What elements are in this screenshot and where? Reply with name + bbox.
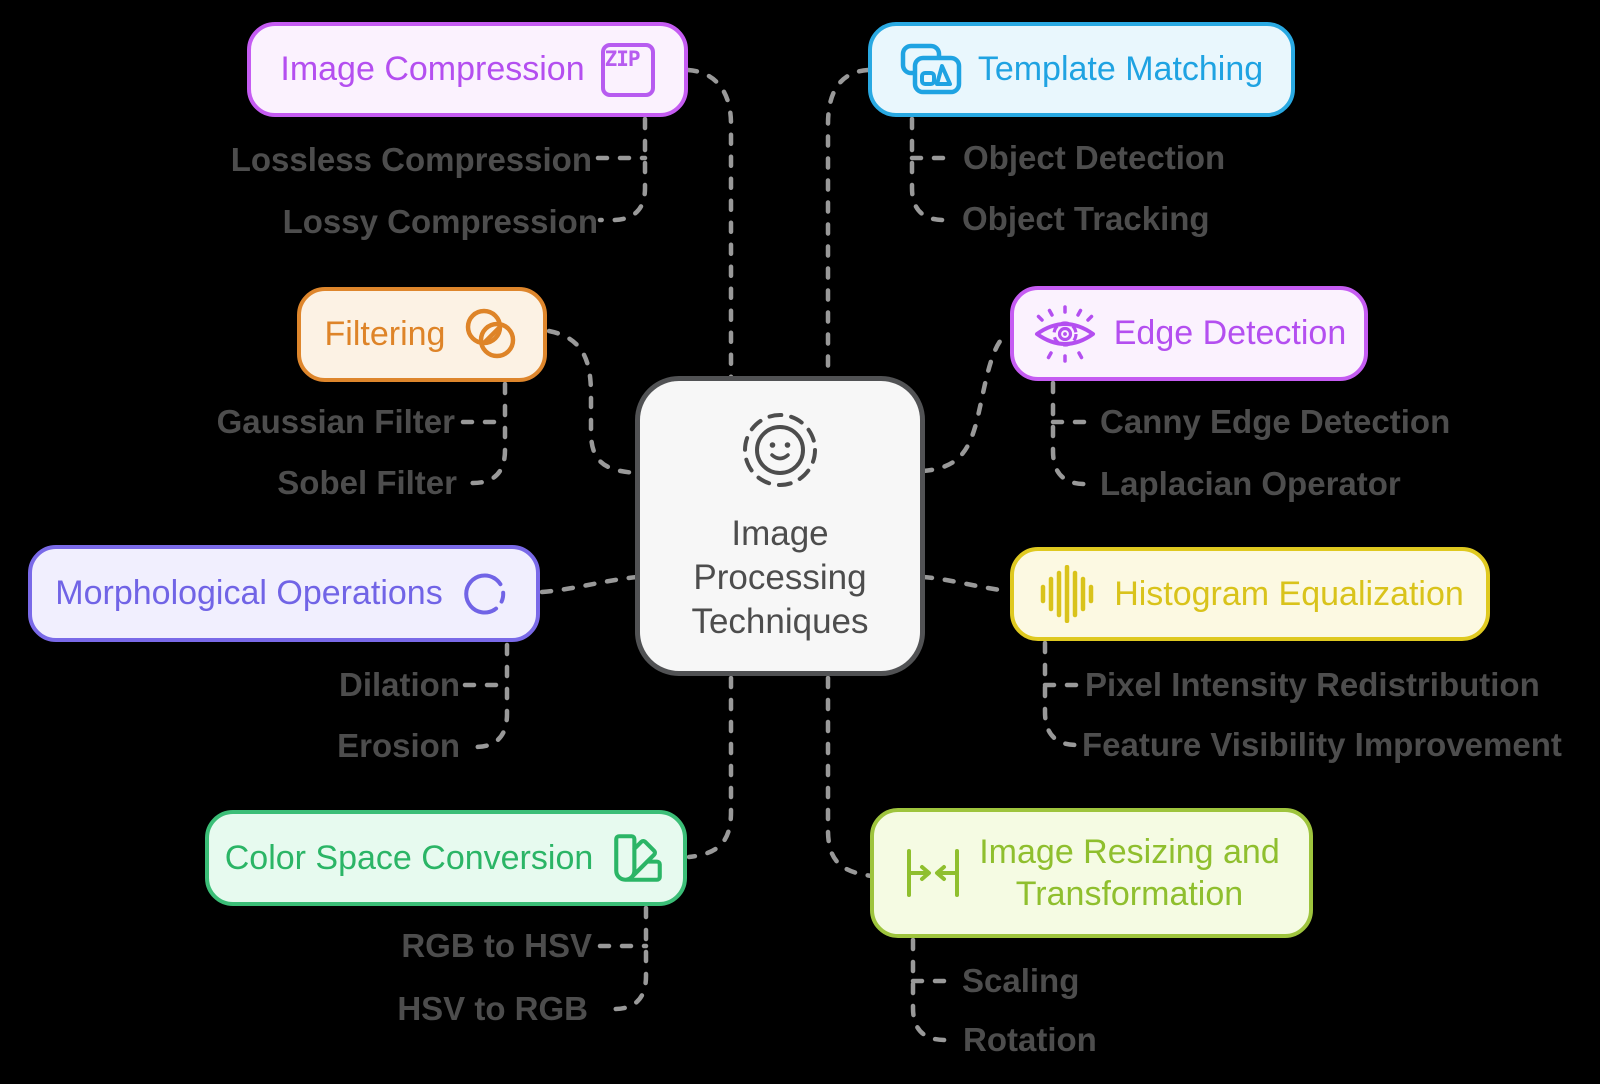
child-lossless-compression[interactable]: Lossless Compression <box>230 141 592 178</box>
child-sobel-filter[interactable]: Sobel Filter <box>277 464 457 501</box>
link-image-compression <box>685 67 734 381</box>
node-image-resizing-label: Image Resizing and Transformation <box>979 833 1280 913</box>
node-edge-detection[interactable]: Edge Detection <box>1010 286 1368 381</box>
node-morphological-operations-label: Morphological Operations <box>55 574 443 612</box>
center-node-title: Image Processing Techniques <box>691 514 869 641</box>
child-erosion[interactable]: Erosion <box>337 727 460 764</box>
node-image-compression[interactable]: Image Compression ZIP <box>247 22 688 117</box>
node-histogram-equalization-label: Histogram Equalization <box>1114 574 1464 613</box>
zip-file-icon: ZIP <box>600 42 655 97</box>
node-edge-detection-label: Edge Detection <box>1113 314 1347 352</box>
link-template-matching <box>825 67 871 381</box>
link-filtering <box>546 328 640 476</box>
node-template-matching[interactable]: Template Matching <box>868 22 1295 117</box>
smiley-face-icon <box>743 413 817 487</box>
child-object-detection[interactable]: Object Detection <box>963 139 1226 176</box>
eye-target-icon <box>1034 304 1095 363</box>
child-canny-edge-detection[interactable]: Canny Edge Detection <box>1100 403 1451 440</box>
child-rgb-to-hsv[interactable]: RGB to HSV <box>401 927 592 964</box>
node-filtering-label: Filtering <box>324 315 446 353</box>
link-edge-detection <box>920 331 1011 474</box>
node-image-compression-label: Image Compression <box>280 50 585 88</box>
child-rotation[interactable]: Rotation <box>963 1021 1097 1058</box>
child-dilation[interactable]: Dilation <box>339 666 460 703</box>
child-scaling[interactable]: Scaling <box>962 962 1080 999</box>
child-lossy-compression[interactable]: Lossy Compression <box>282 203 598 240</box>
child-hsv-to-rgb[interactable]: HSV to RGB <box>397 990 588 1027</box>
link-histogram-equalization <box>920 574 1011 594</box>
node-image-resizing-and-transformation[interactable]: Image Resizing and Transformation <box>870 808 1313 938</box>
link-color-space-conversion <box>686 675 734 860</box>
link-morphological-operations <box>539 574 640 595</box>
node-filtering[interactable]: Filtering <box>297 287 547 382</box>
node-morphological-operations[interactable]: Morphological Operations <box>28 545 540 642</box>
child-gaussian-filter[interactable]: Gaussian Filter <box>216 403 455 440</box>
horizontal-resize-icon <box>907 849 960 897</box>
child-feature-visibility-improvement[interactable]: Feature Visibility Improvement <box>1082 726 1562 763</box>
child-laplacian-operator[interactable]: Laplacian Operator <box>1100 465 1401 502</box>
node-color-space-conversion-label: Color Space Conversion <box>224 838 594 877</box>
node-template-matching-label: Template Matching <box>977 50 1264 88</box>
stacked-images-icon <box>900 43 962 94</box>
color-swatch-icon <box>614 834 663 882</box>
dashed-circle-icon <box>463 573 505 614</box>
waveform-bars-icon <box>1040 565 1094 623</box>
child-pixel-intensity-redistribution[interactable]: Pixel Intensity Redistribution <box>1085 666 1540 703</box>
center-node-image-processing-techniques[interactable]: Image Processing Techniques <box>635 376 925 676</box>
node-color-space-conversion[interactable]: Color Space Conversion <box>205 810 687 906</box>
overlapping-circles-filter-icon <box>466 308 516 358</box>
node-histogram-equalization[interactable]: Histogram Equalization <box>1010 547 1490 641</box>
link-image-resizing <box>825 675 875 879</box>
child-object-tracking[interactable]: Object Tracking <box>962 200 1210 237</box>
